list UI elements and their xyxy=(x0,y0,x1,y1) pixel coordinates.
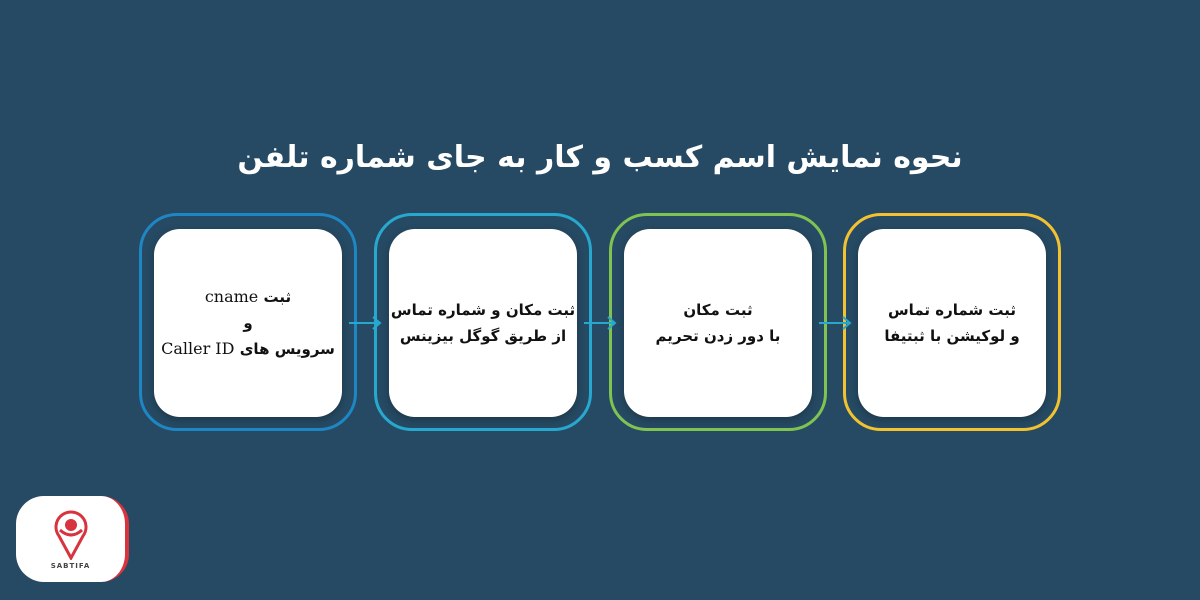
step-card-4: ثبت cname و سرویس های Caller ID xyxy=(154,229,342,417)
diagram-title: نحوه نمایش اسم کسب و کار به جای شماره تل… xyxy=(237,140,963,175)
logo-text: SABTIFA xyxy=(50,562,91,570)
arrow-icon xyxy=(349,316,382,330)
step-4-line-3-en: Caller ID xyxy=(161,339,235,358)
arrow-icon xyxy=(819,316,852,330)
step-1-line-2: و لوکیشن با ثبتیفا xyxy=(884,327,1020,345)
step-4-line-2: و xyxy=(243,314,253,332)
step-box-1: ثبت شماره تماس و لوکیشن با ثبتیفا xyxy=(843,213,1061,431)
step-card-1: ثبت شماره تماس و لوکیشن با ثبتیفا xyxy=(858,229,1046,417)
sabtifa-logo: SABTIFA xyxy=(16,496,129,582)
step-box-4: ثبت cname و سرویس های Caller ID xyxy=(139,213,357,431)
step-1-line-1: ثبت شماره تماس xyxy=(887,301,1017,319)
step-card-3: ثبت مکان و شماره تماس از طریق گوگل بیزین… xyxy=(389,229,577,417)
step-4-line-3: سرویس های Caller ID xyxy=(161,336,335,362)
arrow-icon xyxy=(584,316,617,330)
step-4-line-1: ثبت cname xyxy=(205,284,291,310)
step-3-line-1: ثبت مکان و شماره تماس xyxy=(390,301,576,319)
location-pin-icon xyxy=(54,510,87,560)
step-4-line-3-fa: سرویس های xyxy=(239,340,335,358)
step-2-line-2: با دور زدن تحریم xyxy=(655,327,781,345)
step-box-3: ثبت مکان و شماره تماس از طریق گوگل بیزین… xyxy=(374,213,592,431)
step-2-line-1: ثبت مکان xyxy=(683,301,753,319)
step-card-2: ثبت مکان با دور زدن تحریم xyxy=(624,229,812,417)
step-box-2: ثبت مکان با دور زدن تحریم xyxy=(609,213,827,431)
step-3-line-2: از طریق گوگل بیزینس xyxy=(399,327,567,345)
step-4-line-1-fa: ثبت xyxy=(263,288,292,306)
step-4-line-1-en: cname xyxy=(204,287,259,306)
